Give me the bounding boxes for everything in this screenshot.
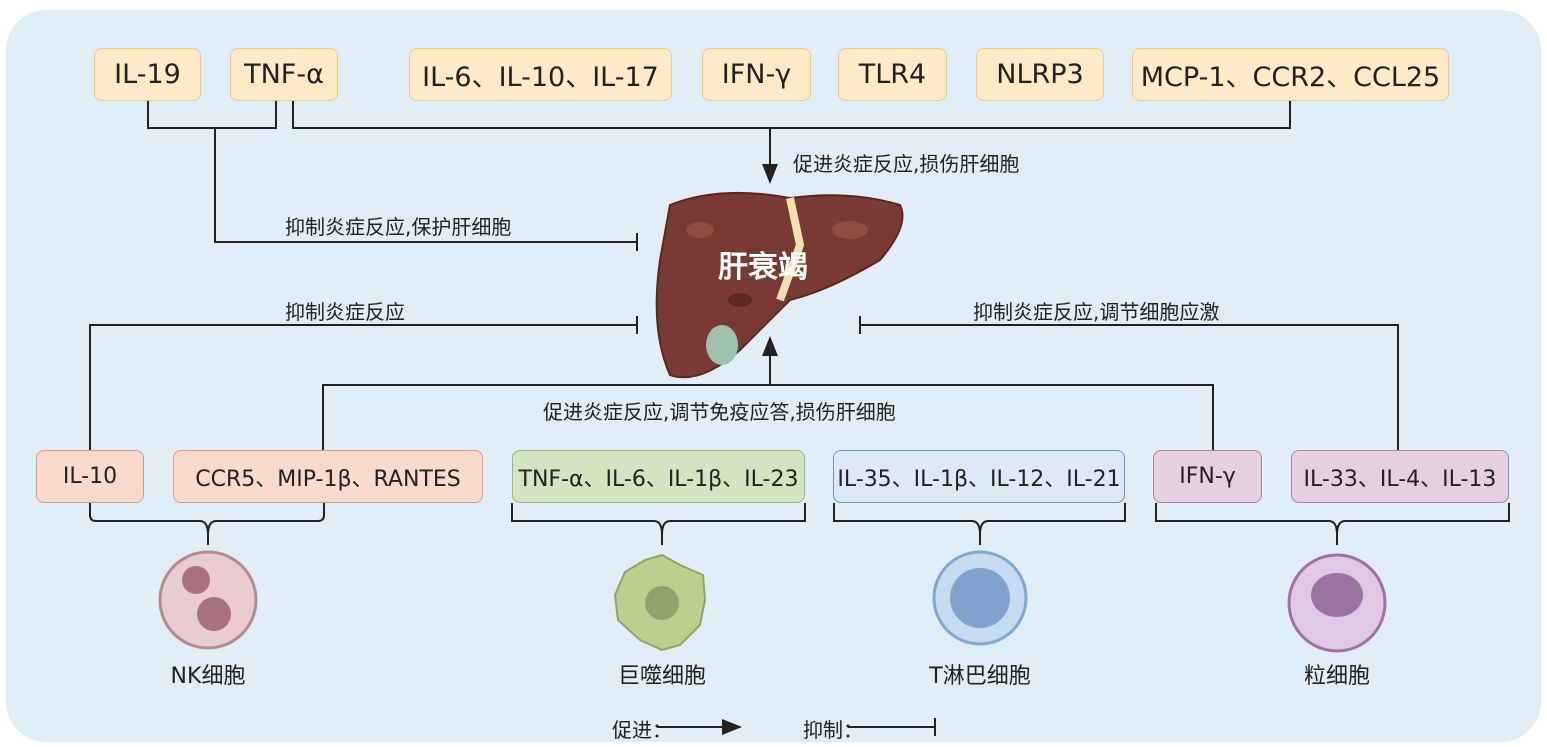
factor-t-cell-cytokines: IL-35、IL-1β、IL-12、IL-21 [833, 450, 1125, 503]
factor-ifn-gamma: IFN-γ [702, 48, 811, 101]
liver-failure-label: 肝衰竭 [718, 250, 808, 285]
factor-ccr5-mip1b-rantes: CCR5、MIP-1β、RANTES [173, 450, 483, 503]
liver-icon [655, 191, 904, 379]
macrophage-label: 巨噬细胞 [617, 664, 707, 689]
t-lymphocyte-icon [932, 550, 1028, 646]
label-inhibit-protect: 抑制炎症反应,保护肝细胞 [285, 215, 512, 239]
label-inhibit-left: 抑制炎症反应 [285, 300, 405, 324]
label-inhibit-right: 抑制炎症反应,调节细胞应激 [973, 300, 1220, 324]
factor-tlr4: TLR4 [838, 48, 947, 101]
background-panel [6, 10, 1541, 742]
factor-il33-il4-il13: IL-33、IL-4、IL-13 [1291, 450, 1509, 503]
label-promote-top: 促进炎症反应,损伤肝细胞 [793, 152, 1020, 176]
factor-tnf-alpha: TNF-α [230, 48, 338, 101]
t-lymphocyte-label: T淋巴细胞 [929, 664, 1031, 689]
nk-cell-label: NK细胞 [170, 664, 246, 689]
factor-il6-il10-il17: IL-6、IL-10、IL-17 [409, 48, 672, 101]
factor-il10: IL-10 [36, 450, 144, 503]
factor-nlrp3: NLRP3 [976, 48, 1104, 101]
factor-ifn-gamma-bottom: IFN-γ [1153, 450, 1262, 503]
granulocyte-icon [1287, 553, 1387, 653]
macrophage-icon [613, 553, 707, 652]
factor-mcp1-ccr2-ccl25: MCP-1、CCR2、CCL25 [1132, 48, 1449, 101]
inhibit-line-top [214, 128, 637, 243]
label-promote-bottom: 促进炎症反应,调节免疫应答,损伤肝细胞 [543, 400, 896, 424]
legend-promote-label: 促进： [612, 718, 672, 742]
factor-il19: IL-19 [94, 48, 201, 101]
legend-inhibit-label: 抑制： [803, 718, 863, 742]
factor-macrophage-cytokines: TNF-α、IL-6、IL-1β、IL-23 [512, 450, 805, 503]
granulocyte-label: 粒细胞 [1303, 664, 1371, 689]
nk-cell-icon [158, 550, 258, 650]
